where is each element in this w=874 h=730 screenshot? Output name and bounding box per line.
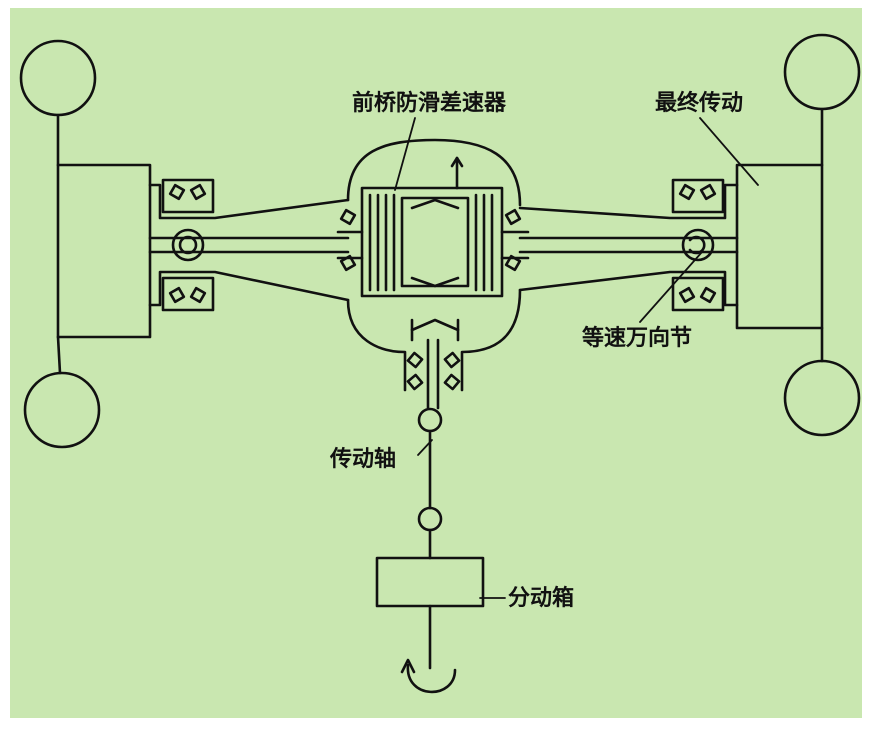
left-rear-wheel <box>23 371 101 449</box>
label-transfer-case: 分动箱 <box>508 585 574 611</box>
transfer-case-assembly <box>375 556 485 694</box>
differential-housing <box>336 138 530 392</box>
right-bearings <box>671 178 725 312</box>
rotation-arrow-icon <box>406 663 457 694</box>
label-final-drive: 最终传动 <box>655 90 743 116</box>
left-bearings <box>161 178 215 312</box>
right-final-drive-box <box>735 163 824 330</box>
leader-lines <box>394 117 759 599</box>
left-cv-joint <box>171 228 205 262</box>
left-kingpin-shaft-lower <box>56 335 62 375</box>
pinion-shaft <box>406 338 461 410</box>
label-drive-shaft: 传动轴 <box>329 446 396 472</box>
drive-shaft <box>417 407 443 560</box>
diagram-background <box>6 4 866 722</box>
right-wheel-assembly <box>735 33 861 437</box>
label-front-axle-differential: 前桥防滑差速器 <box>352 90 507 116</box>
right-cv-joint <box>681 228 715 262</box>
label-cv-joint: 等速万向节 <box>582 325 692 351</box>
